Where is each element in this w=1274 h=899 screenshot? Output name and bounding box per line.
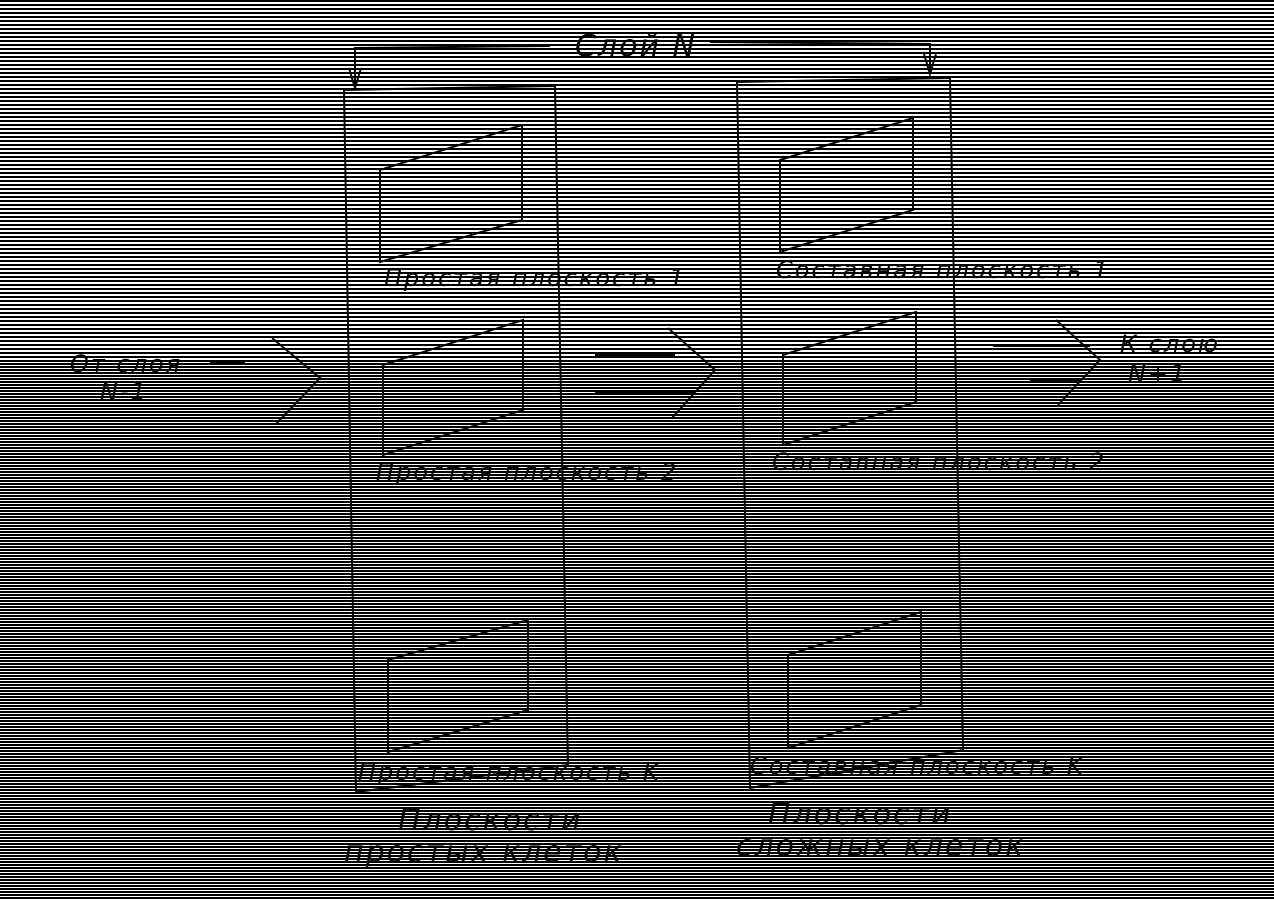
- output-arrow: [993, 319, 1102, 406]
- complex-caption-line1: Плоскости: [768, 797, 953, 832]
- simple-cells-column: Простая плоскость 1 Простая плоскость 2 …: [342, 84, 686, 870]
- complex-plane-2-label: Составная плоскость 2: [772, 448, 1106, 476]
- complex-plane-1-label: Составная плоскость 1: [776, 256, 1110, 284]
- input-label-line2: N-1: [100, 378, 148, 406]
- complex-cells-column: Составная плоскость 1 Составная плоскост…: [735, 76, 1110, 864]
- input-arrow: [210, 337, 322, 425]
- complex-plane-k-label: Составная плоскость K: [750, 752, 1085, 780]
- simple-plane-2: [382, 318, 524, 457]
- input-label-line1: От слоя: [70, 350, 182, 378]
- simple-plane-1: [379, 123, 523, 264]
- complex-caption-line2: сложных клеток: [736, 829, 1025, 864]
- simple-plane-1-label: Простая плоскость 1: [384, 264, 686, 292]
- simple-caption-line2: простых клеток: [344, 835, 624, 870]
- layer-title: Слой N: [575, 29, 697, 64]
- complex-plane-k: [787, 610, 922, 750]
- complex-column-frame: [735, 76, 965, 790]
- output-label-line2: N+1: [1128, 360, 1187, 388]
- simple-column-frame: [342, 84, 570, 794]
- complex-plane-1: [779, 116, 914, 254]
- simple-caption-line1: Плоскости: [398, 803, 583, 838]
- simple-plane-k-label: Простая плоскость K: [358, 758, 661, 786]
- layer-bracket: Слой N: [348, 29, 937, 92]
- complex-plane-2: [782, 310, 917, 447]
- between-arrow: [595, 327, 717, 419]
- output-label-line1: К слою: [1120, 330, 1220, 358]
- simple-plane-2-label: Простая плоскость 2: [376, 458, 678, 486]
- simple-plane-k: [387, 618, 529, 754]
